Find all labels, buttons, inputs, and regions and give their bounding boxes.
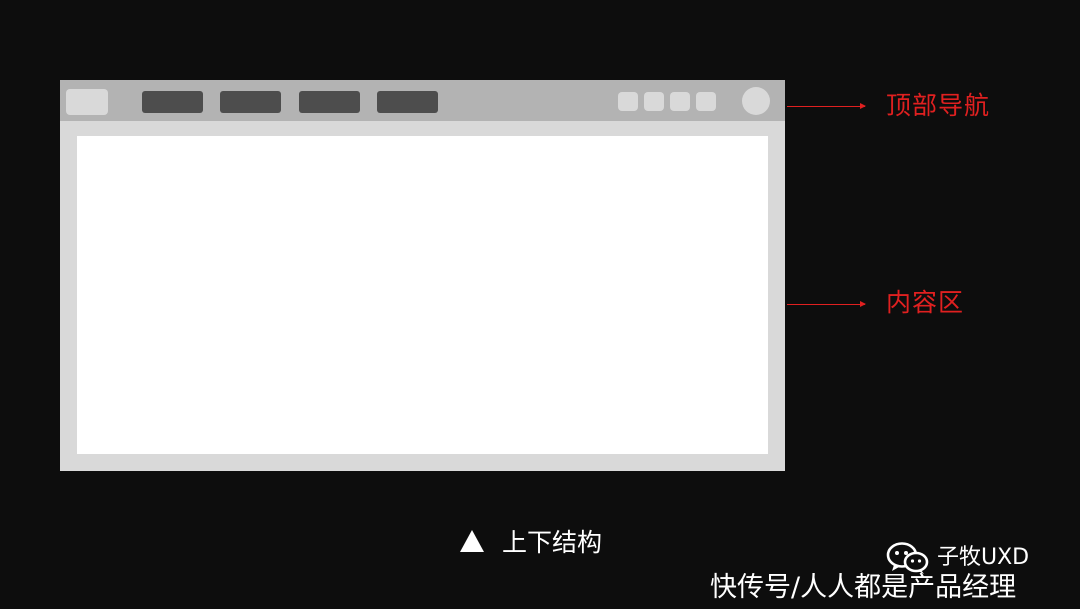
- top-navigation-bar: [60, 80, 785, 121]
- nav-icon-placeholder: [618, 92, 638, 111]
- top-nav-annotation: 顶部导航: [886, 91, 991, 120]
- content-area-pointer-arrow: [787, 301, 866, 307]
- figure-caption: 上下结构: [460, 524, 602, 558]
- avatar-placeholder: [742, 87, 770, 115]
- nav-tab-placeholder: [220, 91, 281, 113]
- brand-name: 子牧UXD: [937, 545, 1030, 570]
- nav-icon-placeholder: [670, 92, 690, 111]
- wireframe-window: [60, 80, 785, 471]
- logo-placeholder: [66, 89, 108, 115]
- wechat-icon: [886, 542, 929, 574]
- nav-tab-placeholder: [377, 91, 438, 113]
- nav-icon-placeholder: [644, 92, 664, 111]
- nav-icon-placeholder: [696, 92, 716, 111]
- content-area-placeholder: [77, 136, 768, 454]
- up-triangle-icon: [460, 530, 484, 552]
- top-nav-pointer-arrow: [787, 103, 866, 109]
- caption-text: 上下结构: [502, 528, 603, 557]
- content-area-annotation: 内容区: [886, 288, 965, 317]
- nav-tab-placeholder: [299, 91, 360, 113]
- source-credit: 快传号/人人都是产品经理: [710, 572, 1017, 603]
- nav-tab-placeholder: [142, 91, 203, 113]
